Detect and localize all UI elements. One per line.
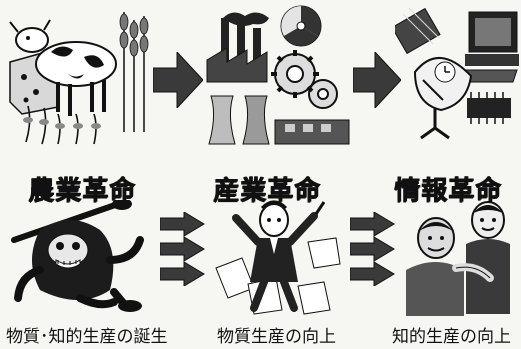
office-worker-illustration — [212, 198, 344, 316]
arrow-agri-to-industrial — [153, 52, 203, 108]
computer-satellite-icon — [395, 7, 519, 140]
caption-information: 知的生産の向上 — [392, 327, 511, 347]
title-industrial-revolution: 産業革命 — [213, 176, 322, 206]
factory-icon — [206, 5, 350, 145]
information-computer-illustration — [395, 2, 519, 148]
triple-arrow-right-icon — [350, 212, 395, 286]
farm-cow-icon — [9, 12, 149, 145]
agri-farm-illustration — [6, 2, 156, 150]
triple-arrow-1 — [160, 212, 206, 286]
caption-industrial: 物質生産の向上 — [217, 327, 336, 347]
title-information-revolution: 情報革命 — [394, 176, 503, 206]
caveman-illustration — [10, 200, 158, 318]
people-pair-icon — [406, 201, 510, 316]
caption-agricultural: 物質･知的生産の誕生 — [6, 327, 168, 347]
industrial-factory-illustration — [203, 4, 351, 146]
triple-arrow-right-icon — [160, 212, 205, 286]
caveman-icon — [11, 200, 144, 312]
arrow-right-icon — [353, 52, 401, 108]
arrow-industrial-to-information — [353, 52, 401, 108]
office-worker-icon — [215, 200, 341, 315]
triple-arrow-2 — [350, 212, 396, 286]
arrow-right-icon — [153, 52, 203, 108]
people-pair-illustration — [402, 198, 518, 318]
